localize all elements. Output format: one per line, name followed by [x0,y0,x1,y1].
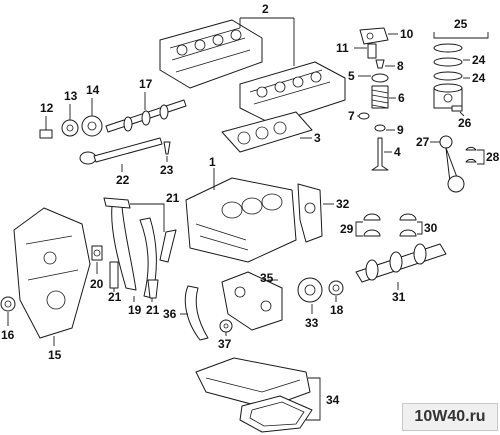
crank-pulley-33 [297,277,323,303]
callout-31: 31 [392,290,406,304]
oil-pan [195,357,311,409]
callout-8: 8 [397,59,404,73]
piston [433,83,463,109]
connecting-rod [439,135,465,193]
piston-ring-middle [433,57,463,67]
chain-guide-lower [147,279,159,299]
callout-24b: 24 [472,71,486,85]
callout-24a: 24 [472,53,486,67]
valve-4 [371,137,389,171]
leader-2 [239,17,295,66]
callout-12: 12 [40,101,54,115]
callout-26: 26 [458,116,472,130]
camshaft [105,99,187,133]
callout-6: 6 [398,91,405,105]
callout-21c: 21 [146,303,160,317]
tensioner-20 [91,245,103,261]
bolt-23 [163,141,171,155]
valve-lifter-10 [359,27,389,45]
callout-7: 7 [348,109,355,123]
callout-23: 23 [160,163,174,177]
cylinder-head-left [159,19,263,89]
callout-10: 10 [400,27,414,41]
callout-21b: 21 [108,290,122,304]
callout-11: 11 [336,41,349,55]
oil-pump-chain-36 [184,285,209,341]
callout-20: 20 [90,277,104,291]
valve-seat-9 [374,124,386,132]
valve-part-11 [367,43,377,59]
callout-32: 32 [336,197,350,211]
callout-28: 28 [486,150,500,164]
head-gasket [221,111,313,153]
oil-pump-35 [221,271,283,331]
chain-guide-upper [103,197,131,209]
crankshaft [355,243,447,283]
watermark-logo: 10W40.ru [402,403,498,431]
piston-pin-26 [451,105,463,112]
callout-37: 37 [218,337,232,351]
chain-guide-right [159,229,177,263]
callout-2: 2 [262,2,269,16]
piston-ring-lower [433,71,463,81]
callout-30: 30 [424,221,438,235]
callout-16: 16 [1,328,15,342]
callout-3: 3 [314,131,321,145]
callout-5: 5 [348,69,355,83]
valve-keeper-8 [375,59,385,69]
camshaft-22 [79,137,163,165]
callout-29: 29 [340,222,354,236]
piston-ring-top [433,43,463,53]
callout-35: 35 [260,271,274,285]
oil-pump-sprocket-37 [219,319,233,333]
timing-cover-32 [297,183,323,243]
rod-bearing-28 [465,146,477,163]
callout-19: 19 [128,303,142,317]
valve-seal-7 [358,112,370,120]
main-bearing-lower [399,213,417,237]
chain-guide-left [109,261,119,289]
callout-13: 13 [64,89,78,103]
main-bearing-upper [363,213,381,237]
cylinder-head-right [239,61,346,125]
callout-34: 34 [326,393,340,407]
valve-spring-6 [371,85,389,109]
callout-1: 1 [209,155,216,169]
crank-sprocket-18 [328,280,344,296]
callout-17: 17 [139,77,153,91]
bolt-12 [39,129,53,139]
callout-27: 27 [416,135,430,149]
valve-retainer-5 [371,73,389,83]
front-seal-16 [0,296,16,312]
callout-14: 14 [86,83,100,97]
callout-36: 36 [163,307,177,321]
callout-4: 4 [394,145,401,159]
callout-21a: 21 [166,191,180,205]
cam-adjuster-13 [61,119,79,137]
callout-22: 22 [116,173,130,187]
callout-18: 18 [330,303,344,317]
callout-9: 9 [397,123,404,137]
front-cover [13,207,91,339]
cam-sprocket-14 [81,115,103,137]
engine-block [185,177,297,263]
callout-15: 15 [48,348,62,362]
callout-25: 25 [454,17,468,31]
callout-33: 33 [305,316,319,330]
oil-pan-gasket [239,395,313,433]
